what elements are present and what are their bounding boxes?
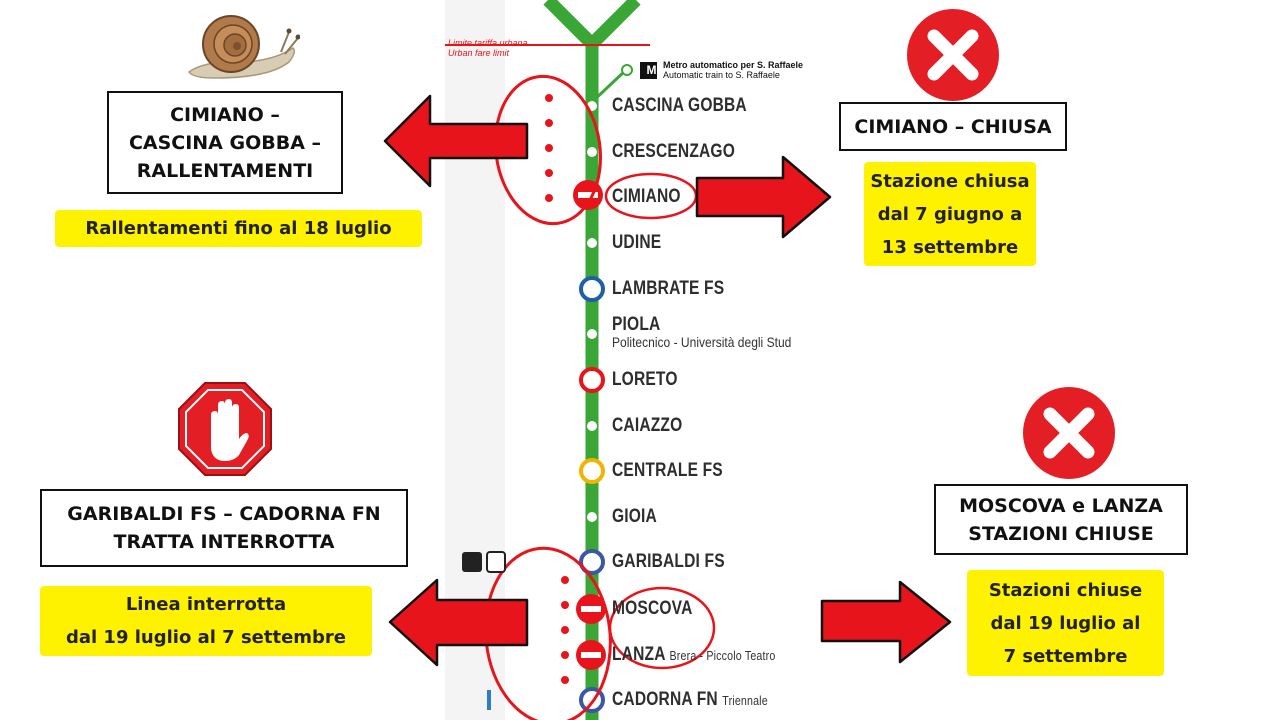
- interruption-dots-bottom: [561, 576, 569, 684]
- metro-badge: [640, 62, 657, 79]
- interchange-lambrate: [579, 276, 605, 302]
- station-cadorna: CADORNA FN Triennale: [612, 689, 768, 711]
- detail-line: Linea interrotta: [125, 594, 287, 615]
- bus-icon: [486, 551, 506, 573]
- slowdown-dots-top: [545, 94, 553, 202]
- metro-auto-label: Metro automatico per S. Raffaele Automat…: [663, 60, 803, 80]
- notice-top-right-detail: Stazione chiusa dal 7 giugno a 13 settem…: [864, 162, 1036, 266]
- highlight-circle-moscova-lanza: [608, 586, 716, 670]
- no-entry-icon: [576, 640, 606, 670]
- snail-icon: [187, 15, 300, 79]
- line-marker: [487, 690, 491, 710]
- title-line: STAZIONI CHIUSE: [968, 522, 1154, 545]
- arrow-right-bottom: [820, 580, 952, 664]
- station-lanza-name: LANZA: [612, 644, 666, 665]
- close-circle-icon: [1023, 387, 1115, 479]
- station-dot-udine: [587, 238, 597, 248]
- detail-line: dal 19 luglio al 7 settembre: [65, 627, 347, 648]
- close-circle-icon: [907, 9, 999, 101]
- san-raffaele-branch: [590, 68, 628, 104]
- parking-icon: [462, 552, 482, 572]
- metro-badge-letter: M: [646, 63, 657, 77]
- detail-line: 7 settembre: [1003, 645, 1128, 667]
- notice-bottom-right-detail: Stazioni chiuse dal 19 luglio al 7 sette…: [967, 570, 1164, 676]
- station-garibaldi: GARIBALDI FS: [612, 551, 725, 572]
- title-line: MOSCOVA e LANZA: [959, 494, 1163, 517]
- station-loreto: LORETO: [612, 369, 678, 390]
- station-dot-crescenzago: [587, 147, 597, 157]
- detail-line: Stazioni chiuse: [988, 579, 1143, 601]
- station-gioia: GIOIA: [612, 506, 657, 527]
- title-line: TRATTA INTERROTTA: [113, 531, 335, 553]
- detail-line: dal 19 luglio al: [990, 612, 1141, 634]
- notice-bottom-left-title: GARIBALDI FS – CADORNA FN TRATTA INTERRO…: [40, 489, 408, 567]
- no-entry-icon: [576, 594, 606, 624]
- station-piola-sub: Politecnico - Università degli Stud: [612, 334, 792, 350]
- urban-fare-limit-label: Limite tariffa urbana Urban fare limit: [448, 38, 528, 58]
- detail-line: Stazione chiusa: [870, 170, 1030, 192]
- station-cadorna-sub: Triennale: [722, 693, 768, 708]
- notice-top-right-title: CIMIANO – CHIUSA: [839, 102, 1067, 151]
- notice-top-left-detail: Rallentamenti fino al 18 luglio: [55, 210, 422, 247]
- station-lanza: LANZA Brera - Piccolo Teatro: [612, 644, 775, 666]
- arrow-left-bottom: [388, 578, 529, 667]
- station-piola: PIOLA: [612, 314, 661, 335]
- interchange-loreto: [579, 367, 605, 393]
- title-line: GARIBALDI FS – CADORNA FN: [67, 503, 381, 525]
- title-line: CASCINA GOBBA –: [128, 131, 322, 154]
- line-fork: [543, 0, 641, 54]
- station-moscova: MOSCOVA: [612, 598, 693, 619]
- notice-top-left-title: CIMIANO – CASCINA GOBBA – RALLENTAMENTI: [107, 91, 343, 194]
- san-raffaele-marker: [621, 64, 633, 76]
- station-udine: UDINE: [612, 232, 662, 253]
- station-lambrate: LAMBRATE FS: [612, 278, 725, 299]
- station-caiazzo: CAIAZZO: [612, 415, 683, 436]
- station-markers: [579, 101, 605, 713]
- metro-auto-en: Automatic train to S. Raffaele: [663, 70, 780, 80]
- title-line: CIMIANO – CHIUSA: [854, 115, 1052, 138]
- station-centrale: CENTRALE FS: [612, 460, 723, 481]
- stop-hand-icon: [178, 382, 272, 476]
- title-line: CIMIANO –: [170, 103, 280, 126]
- detail-line: dal 7 giugno a: [877, 203, 1023, 225]
- notice-bottom-right-title: MOSCOVA e LANZA STAZIONI CHIUSE: [934, 484, 1188, 555]
- title-line: RALLENTAMENTI: [136, 159, 314, 182]
- detail-line: Rallentamenti fino al 18 luglio: [85, 218, 392, 239]
- station-cimiano: CIMIANO: [612, 186, 681, 207]
- station-lanza-sub: Brera - Piccolo Teatro: [669, 648, 776, 663]
- station-dot-caiazzo: [587, 421, 597, 431]
- station-cadorna-name: CADORNA FN: [612, 689, 718, 710]
- interchange-garibaldi: [579, 549, 605, 575]
- station-dot-piola: [587, 329, 597, 339]
- detail-line: 13 settembre: [881, 236, 1019, 258]
- urban-limit-it: Limite tariffa urbana: [448, 38, 528, 48]
- arrow-right-top: [695, 155, 832, 239]
- interchange-centrale: [579, 458, 605, 484]
- notice-bottom-left-detail: Linea interrotta dal 19 luglio al 7 sett…: [40, 586, 372, 656]
- station-dot-gioia: [587, 512, 597, 522]
- station-cascina-gobba: CASCINA GOBBA: [612, 95, 747, 116]
- station-crescenzago: CRESCENZAGO: [612, 141, 735, 162]
- metro-auto-it: Metro automatico per S. Raffaele: [663, 60, 804, 70]
- urban-limit-en: Urban fare limit: [448, 48, 510, 58]
- arrow-left-top: [383, 94, 529, 188]
